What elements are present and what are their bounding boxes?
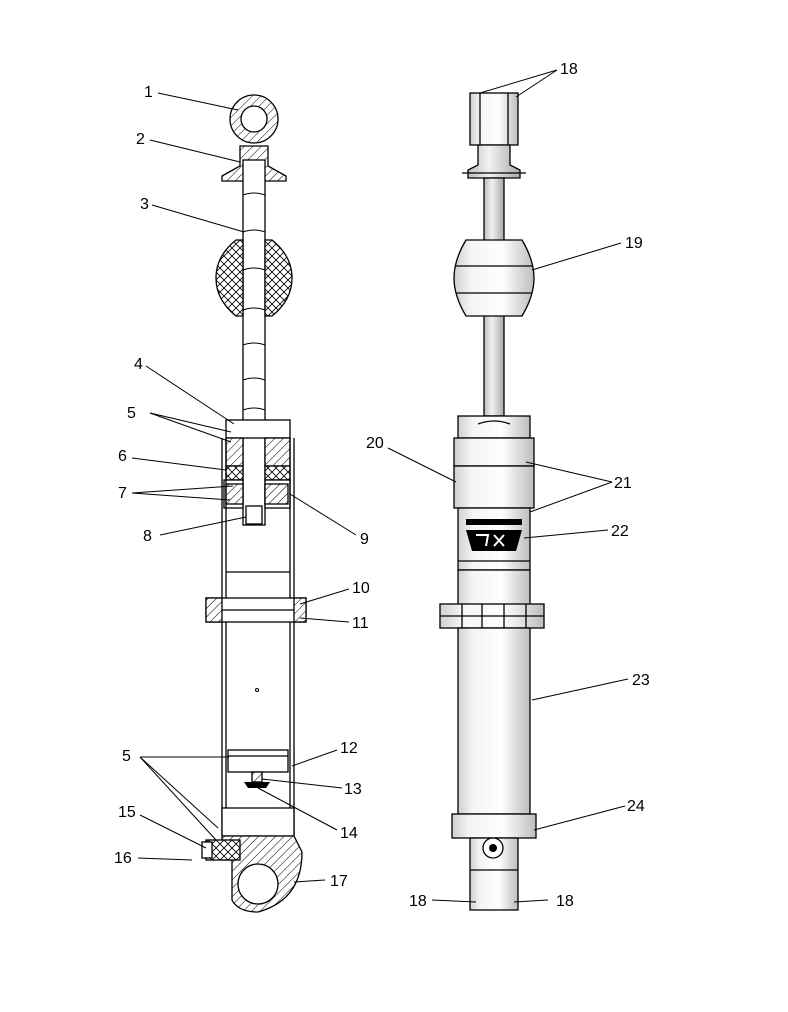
callout-6: 6 [118,448,127,465]
shaft [242,159,266,526]
external-view [387,69,629,911]
callout-3: 3 [140,196,149,213]
floating-piston [227,749,289,788]
callout-10: 10 [352,580,370,597]
callout-19: 19 [625,235,643,252]
callout-12: 12 [340,740,358,757]
lower-end-cap [201,807,303,913]
callout-20: 20 [366,435,384,452]
callout-18-top: 18 [560,61,578,78]
callout-5-upper: 5 [127,405,136,422]
callout-14: 14 [340,825,358,842]
leader-lines-left [131,92,357,883]
callout-2: 2 [136,131,145,148]
callout-11: 11 [352,615,369,632]
callout-15: 15 [118,804,136,821]
callout-numbers: 1 2 3 4 5 6 7 8 9 10 11 5 12 13 14 15 16… [114,61,650,910]
bumper [215,239,293,317]
callout-22: 22 [611,523,629,540]
top-retainer [467,144,521,179]
callout-13: 13 [344,781,362,798]
lower-collar [451,813,537,839]
body-tube [221,438,295,835]
top-eyelet [229,94,279,144]
callout-8: 8 [143,528,152,545]
callout-24: 24 [627,798,645,815]
callout-18-bottom-right: 18 [556,893,574,910]
external-preload-collar [439,603,545,629]
top-clevis [469,92,519,146]
callout-16: 16 [114,850,132,867]
callout-5-lower: 5 [122,748,131,765]
callout-9: 9 [360,531,369,548]
external-body-tube [457,627,531,815]
callout-21: 21 [614,475,632,492]
lower-clevis [469,837,519,911]
callout-17: 17 [330,873,348,890]
callout-23: 23 [632,672,650,689]
seal-head [223,419,291,525]
cutaway-view [131,92,357,913]
fox-logo [466,519,522,551]
callout-1: 1 [144,84,153,101]
preload-collar [205,597,307,623]
callout-4: 4 [134,356,143,373]
leader-lines-right [387,69,629,903]
external-bumper [453,239,535,317]
callout-7: 7 [118,485,127,502]
callout-18-bottom-left: 18 [409,893,427,910]
